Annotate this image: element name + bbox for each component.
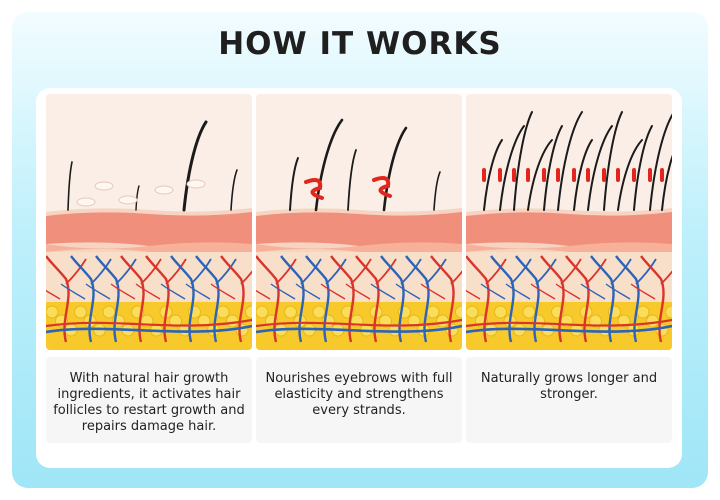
step-1-description: With natural hair growth ingredients, it… [46,357,252,443]
skin-cross-section-diagram [46,120,252,350]
page-title: HOW IT WORKS [218,26,502,62]
skin-cross-section-diagram [256,118,462,350]
step-2-description: Nourishes eyebrows with full elasticity … [256,357,462,443]
step-3-illustration [466,94,672,350]
step-1-illustration [46,94,252,350]
step-2-illustration [256,94,462,350]
step-3-description: Naturally grows longer and stronger. [466,357,672,443]
skin-cross-section-diagram [466,111,672,350]
